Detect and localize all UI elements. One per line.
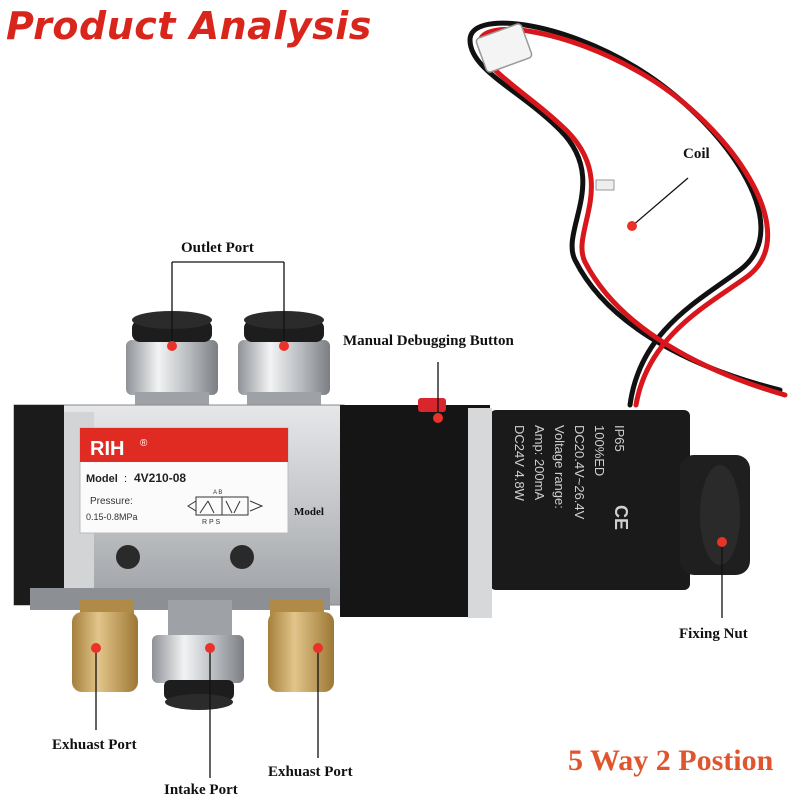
nameplate-reg: ® bbox=[140, 438, 148, 449]
label-fixing-nut: Fixing Nut bbox=[679, 626, 748, 642]
ce-mark: CE bbox=[611, 505, 631, 530]
valve-symbol bbox=[187, 496, 264, 516]
callout-dots bbox=[91, 221, 727, 653]
nameplate-model-value: 4V210-08 bbox=[134, 471, 186, 485]
nameplate-brand: RIH bbox=[90, 438, 124, 460]
label-exhaust-port-left: Exhuast Port bbox=[52, 737, 137, 753]
label-intake-port: Intake Port bbox=[164, 782, 238, 798]
bottom-fittings bbox=[72, 600, 334, 710]
nameplate-model-label: Model bbox=[86, 473, 118, 485]
label-manual-debugging-button: Manual Debugging Button bbox=[343, 333, 514, 349]
svg-text::: : bbox=[124, 473, 127, 485]
ports-label: R P S bbox=[202, 519, 220, 526]
page-title: Product Analysis bbox=[6, 4, 372, 48]
coil-line3: Voltage range: bbox=[552, 425, 567, 509]
ports-top-label: A B bbox=[213, 490, 222, 496]
tagline: 5 Way 2 Postion bbox=[568, 744, 774, 777]
coil-line2: Amp: 200mA bbox=[532, 425, 547, 500]
coil-wires bbox=[467, 20, 788, 408]
nameplate-pressure-value: 0.15-0.8MPa bbox=[86, 512, 138, 522]
coil-line5: 100%ED bbox=[592, 425, 607, 476]
coil-line6: IP65 bbox=[612, 425, 627, 452]
nameplate: RIH ® Model : 4V210-08 Pressure: 0.15-0.… bbox=[79, 427, 289, 534]
label-outlet-port: Outlet Port bbox=[181, 240, 254, 256]
outlet-port-fittings bbox=[126, 311, 330, 410]
coil-label: DC24V 4.8W Amp: 200mA Voltage range: DC2… bbox=[512, 425, 631, 530]
solenoid-coil bbox=[340, 398, 750, 618]
coil-line4: DC20.4V~26.4V bbox=[572, 425, 587, 520]
nameplate-pressure-label: Pressure: bbox=[90, 496, 133, 507]
label-model: Model bbox=[294, 506, 324, 518]
coil-line1: DC24V 4.8W bbox=[512, 425, 527, 502]
callouts bbox=[95, 177, 723, 778]
label-exhaust-port-right: Exhuast Port bbox=[268, 764, 353, 780]
label-coil: Coil bbox=[683, 146, 710, 162]
